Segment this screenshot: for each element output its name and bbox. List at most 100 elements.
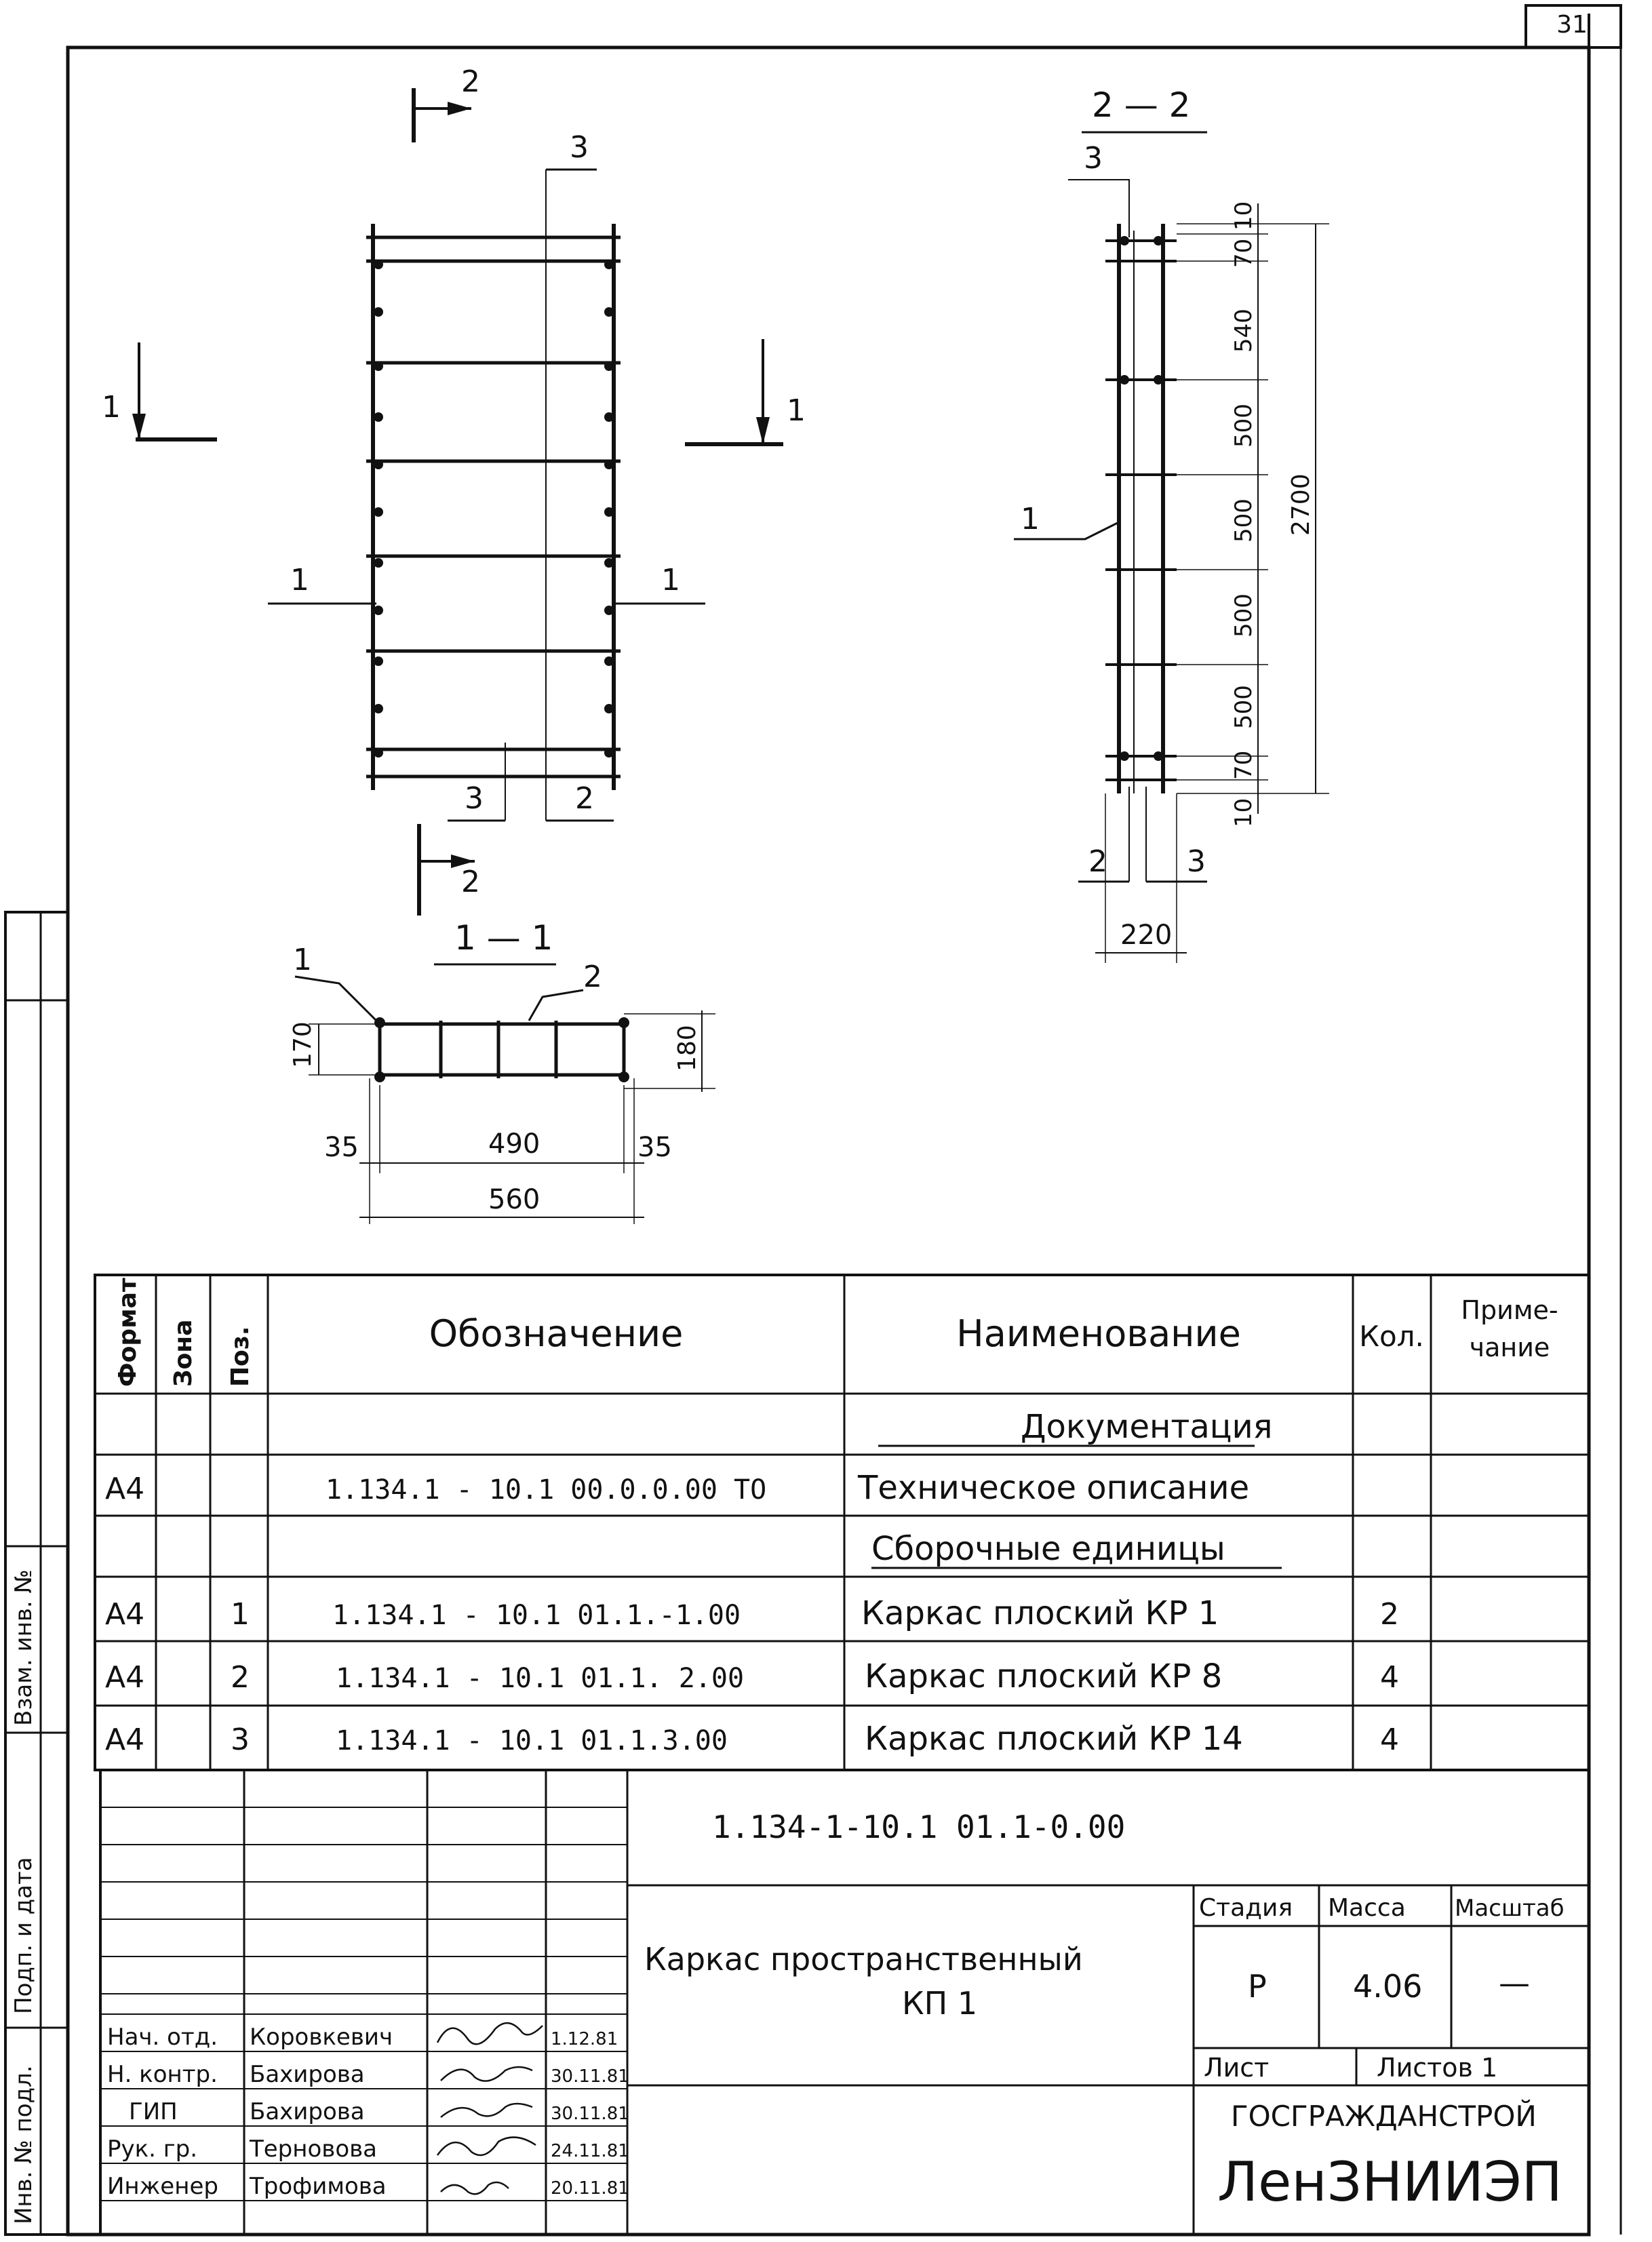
sig2-role: ГИП <box>129 2098 178 2125</box>
dim-11-35-left: 35 <box>324 1132 359 1163</box>
section-11-title: 1 — 1 <box>454 918 553 958</box>
dim-22-500-b: 500 <box>1230 498 1257 543</box>
dim-11-560: 560 <box>488 1184 540 1215</box>
spec-table: Формат Зона Поз. Обозначение Наименовани… <box>94 1274 1590 1771</box>
dim-22-10-bot: 10 <box>1230 798 1257 827</box>
corner-sheet-number: 31 <box>1556 11 1588 39</box>
section-2-2: 2 — 2 3 1 2 3 220 <box>1014 85 1329 963</box>
sig1-role: Н. контр. <box>107 2061 218 2088</box>
section-2-marker-bottom: 2 <box>461 865 480 899</box>
mass-value: 4.06 <box>1353 1968 1422 2005</box>
sheet-label: Лист <box>1204 2053 1269 2083</box>
stage-label: Стадия <box>1199 1894 1293 1922</box>
section22-pos3-top: 3 <box>1084 141 1103 176</box>
sheets-label: Листов 1 <box>1377 2053 1497 2083</box>
dim-22-220: 220 <box>1120 920 1172 951</box>
row0-format: А4 <box>105 1472 144 1506</box>
dim-11-35-right: 35 <box>637 1132 672 1163</box>
header-format: Формат <box>114 1278 142 1387</box>
plan-pos1-right: 1 <box>661 563 680 597</box>
section-1-marker-left: 1 <box>102 390 121 425</box>
left-strip: Инв. № подл. Подп. и дата Взам. инв. № <box>4 911 69 2236</box>
section11-pos2: 2 <box>583 960 602 994</box>
section-1-marker-right: 1 <box>787 393 806 428</box>
sig3-role: Рук. гр. <box>107 2136 197 2163</box>
mass-label: Масса <box>1328 1894 1406 1922</box>
dim-11-490: 490 <box>488 1128 540 1160</box>
row2-format: А4 <box>105 1660 144 1695</box>
row3-qty: 4 <box>1380 1723 1399 1757</box>
sig0-name: Коровкевич <box>250 2024 393 2051</box>
drawing-title: Каркас пространственный <box>644 1941 1083 1978</box>
sig4-name: Трофимова <box>249 2173 387 2200</box>
strip-replace-inv: Взам. инв. № <box>10 1569 37 1726</box>
sig0-date: 1.12.81 <box>551 2029 618 2049</box>
sig0-role: Нач. отд. <box>107 2024 218 2051</box>
row2-name: Каркас плоский КР 8 <box>865 1657 1222 1695</box>
row3-format: А4 <box>105 1723 144 1757</box>
sig2-name: Бахирова <box>250 2098 365 2125</box>
section11-pos1: 1 <box>293 943 312 977</box>
dim-22-70-top: 70 <box>1230 239 1257 268</box>
plan-pos3-top: 3 <box>570 130 589 165</box>
header-designation: Обозначение <box>429 1312 684 1355</box>
row2-qty: 4 <box>1380 1660 1399 1695</box>
section-documentation: Документация <box>1021 1408 1273 1446</box>
row3-name: Каркас плоский КР 14 <box>865 1720 1243 1758</box>
strip-sign-date: Подп. и дата <box>10 1857 37 2014</box>
section22-pos1: 1 <box>1021 502 1040 536</box>
dim-22-540: 540 <box>1230 309 1257 353</box>
org-line2: ЛенЗНИИЭП <box>1217 2150 1562 2214</box>
sig2-date: 30.11.81 <box>551 2104 629 2124</box>
header-name: Наименование <box>956 1312 1241 1355</box>
sig4-date: 20.11.81 <box>551 2178 629 2199</box>
row2-designation: 1.134.1 - 10.1 01.1. 2.00 <box>336 1663 744 1694</box>
section22-pos3-bottom: 3 <box>1187 844 1206 879</box>
dim-22-500-c: 500 <box>1230 593 1257 637</box>
row3-pos: 3 <box>231 1723 250 1757</box>
row0-name: Техническое описание <box>857 1469 1249 1507</box>
row0-designation: 1.134.1 - 10.1 00.0.0.00 ТО <box>326 1474 766 1506</box>
plan-pos3-bottom: 3 <box>465 781 484 816</box>
scale-label: Масштаб <box>1455 1895 1565 1922</box>
dim-22-2700: 2700 <box>1287 473 1315 536</box>
section-2-marker-top: 2 <box>461 64 480 99</box>
dim-22-70-bot: 70 <box>1230 751 1257 780</box>
row1-pos: 1 <box>231 1597 250 1632</box>
strip-inv-orig: Инв. № подл. <box>10 2065 37 2224</box>
header-zone: Зона <box>170 1320 197 1387</box>
sig1-date: 30.11.81 <box>551 2066 629 2087</box>
plan-pos2-bottom: 2 <box>575 781 594 816</box>
row1-name: Каркас плоский КР 1 <box>861 1594 1219 1632</box>
plan-pos1-left: 1 <box>290 563 309 597</box>
row2-pos: 2 <box>231 1660 250 1695</box>
drawing-title-line2: КП 1 <box>902 1985 977 2022</box>
dim-11-170: 170 <box>289 1021 317 1068</box>
signature-scribbles <box>436 2022 543 2195</box>
sig3-date: 24.11.81 <box>551 2141 629 2161</box>
title-block: 1.134-1-10.1 01.1-0.00 Каркас пространст… <box>99 1769 1590 2236</box>
plan-view: 3 3 2 1 1 2 2 1 1 <box>102 64 806 916</box>
scale-value: — <box>1499 1965 1530 2001</box>
header-note-line2: чание <box>1470 1333 1550 1362</box>
dim-22-500-d: 500 <box>1230 685 1257 729</box>
dim-11-180: 180 <box>673 1025 701 1071</box>
section-1-1: 1 — 1 1 2 170 180 35 35 490 560 <box>289 918 715 1224</box>
dim-22-10-top: 10 <box>1230 201 1257 231</box>
sig4-role: Инженер <box>107 2173 218 2200</box>
header-note-line1: Приме- <box>1461 1295 1558 1325</box>
section22-pos2: 2 <box>1088 844 1107 879</box>
section-assembly-units: Сборочные единицы <box>871 1530 1225 1568</box>
dim-22-500-a: 500 <box>1230 404 1257 448</box>
header-pos: Поз. <box>227 1326 254 1387</box>
row1-format: А4 <box>105 1597 144 1632</box>
org-line1: ГОСГРАЖДАНСТРОЙ <box>1231 2099 1537 2133</box>
section-22-title: 2 — 2 <box>1092 85 1190 125</box>
sig3-name: Терновова <box>249 2136 377 2163</box>
row1-designation: 1.134.1 - 10.1 01.1.-1.00 <box>332 1600 741 1631</box>
doc-code: 1.134-1-10.1 01.1-0.00 <box>712 1809 1125 1845</box>
header-qty: Кол. <box>1359 1320 1424 1353</box>
sig1-name: Бахирова <box>250 2061 365 2088</box>
row3-designation: 1.134.1 - 10.1 01.1.3.00 <box>336 1725 728 1756</box>
